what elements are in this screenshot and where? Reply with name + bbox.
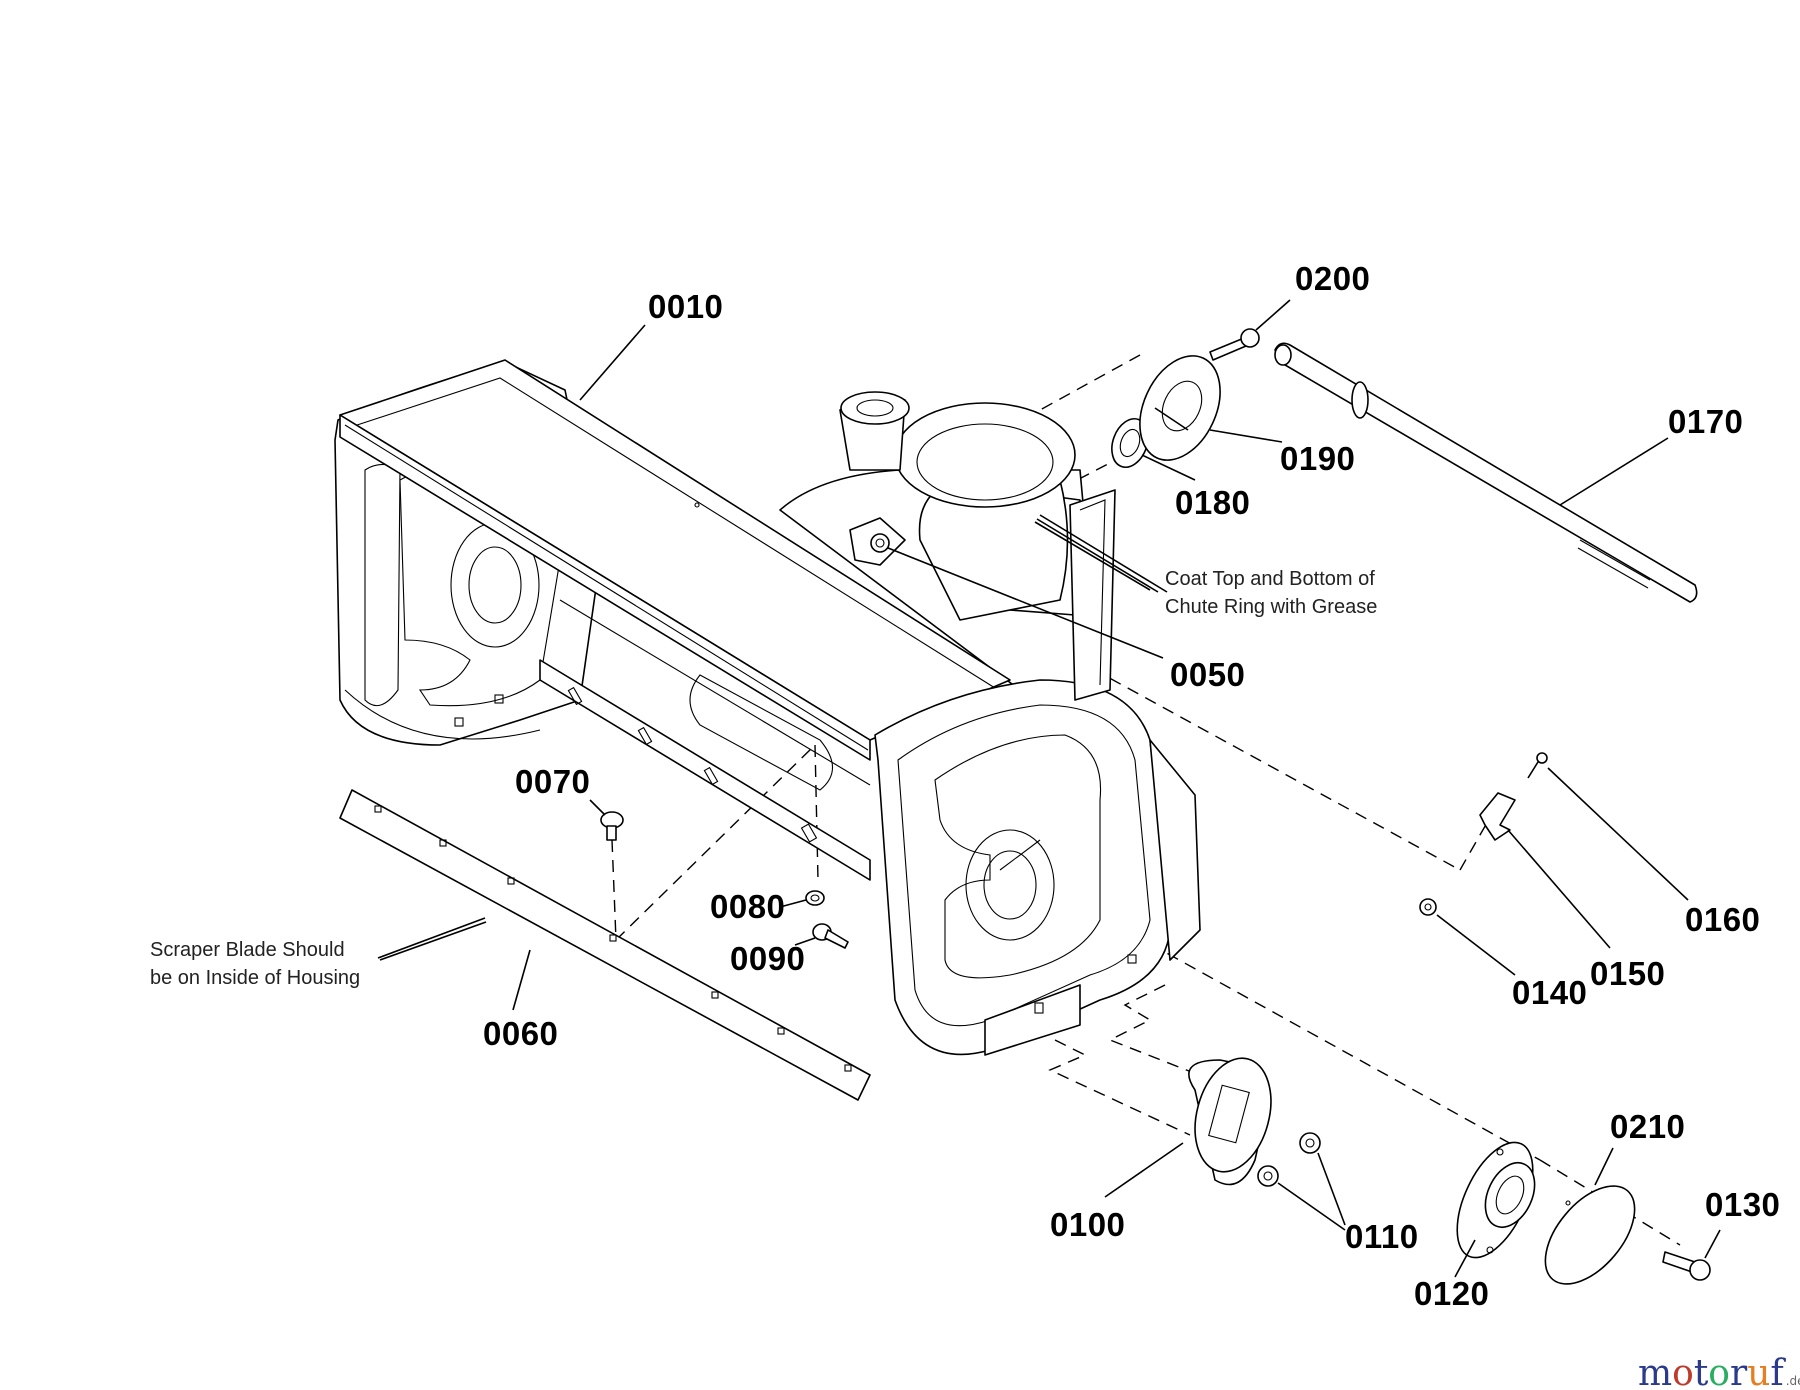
bearing [1456,1141,1536,1259]
nut [805,890,825,906]
part-labels: 0010 0050 0060 0070 0080 0090 0100 0110 … [483,260,1780,1312]
bolt [812,923,849,949]
label-0140[interactable]: 0140 [1512,974,1587,1011]
label-0050[interactable]: 0050 [1170,656,1245,693]
label-0130[interactable]: 0130 [1705,1186,1780,1223]
label-0080[interactable]: 0080 [710,888,785,925]
label-0180[interactable]: 0180 [1175,484,1250,521]
watermark-letter: r [1730,1353,1748,1390]
svg-text:motoruf.de: motoruf.de [1638,1353,1800,1390]
label-0100[interactable]: 0100 [1050,1206,1125,1243]
watermark-letter: o [1672,1353,1694,1390]
label-0070[interactable]: 0070 [515,763,590,800]
label-0160[interactable]: 0160 [1685,901,1760,938]
watermark-letter: t [1694,1353,1709,1390]
watermark-letter: o [1708,1353,1730,1390]
label-0110[interactable]: 0110 [1345,1218,1419,1255]
watermark-logo: motoruf.de [1638,1353,1800,1390]
watermark-suffix: .de [1786,1374,1800,1388]
carriage-bolt [600,811,624,841]
label-0170[interactable]: 0170 [1668,403,1743,440]
label-0120[interactable]: 0120 [1414,1275,1489,1312]
label-0010[interactable]: 0010 [648,288,723,325]
flange-nuts [1257,1132,1321,1187]
note-scraper-line1: Scraper Blade Should [150,939,345,961]
label-0210[interactable]: 0210 [1610,1108,1685,1145]
note-chute-line1: Coat Top and Bottom of [1165,568,1375,590]
scraper-blade [339,789,871,1101]
label-0060[interactable]: 0060 [483,1015,558,1052]
leader-lines [377,299,1721,1278]
auger-housing [334,359,1201,1056]
watermark-letter: f [1770,1353,1786,1390]
watermark-letter: u [1747,1353,1770,1390]
note-scraper-line2: be on Inside of Housing [150,967,360,989]
label-0090[interactable]: 0090 [730,940,805,977]
shaft [1274,342,1698,603]
label-0150[interactable]: 0150 [1590,955,1665,992]
notes: Coat Top and Bottom of Chute Ring with G… [150,568,1377,989]
chute-nut [1419,898,1437,916]
chute-flange [1139,355,1221,461]
cover-plate [1544,1185,1636,1285]
watermark-brand: motoruf [1638,1353,1786,1390]
chute-bolt [1209,328,1260,361]
label-0190[interactable]: 0190 [1280,440,1355,477]
note-chute-line2: Chute Ring with Grease [1165,596,1377,618]
screw [1527,752,1548,779]
label-0200[interactable]: 0200 [1295,260,1370,297]
watermark-letter: m [1638,1353,1672,1390]
bearing-flange [1188,1057,1272,1186]
wing-clip [1479,792,1516,841]
flange-bolt [1662,1251,1711,1281]
